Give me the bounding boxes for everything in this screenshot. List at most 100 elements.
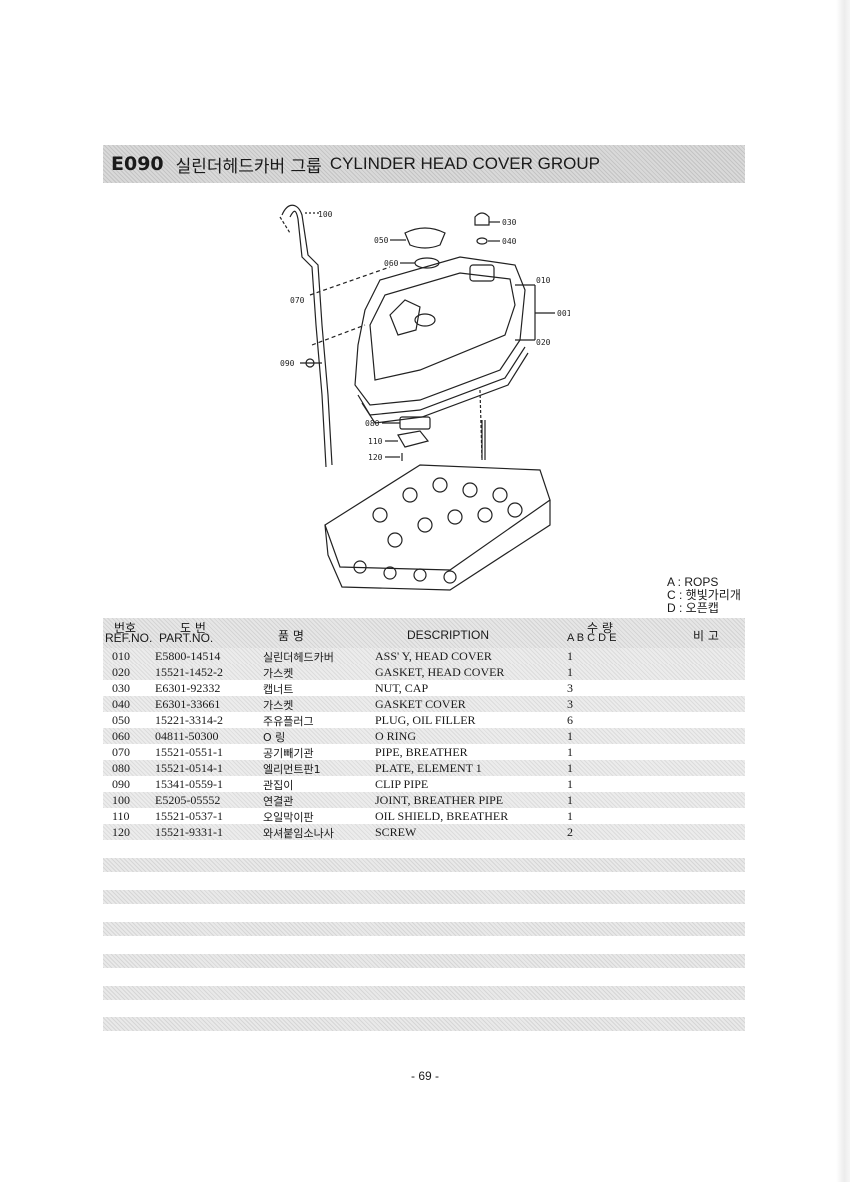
table-row: 100 E5205-05552 연결관 JOINT, BREATHER PIPE… (103, 792, 745, 808)
part-quantity: 1 (567, 793, 573, 807)
table-row: 010 E5800-14514 실린더헤드카버 ASS' Y, HEAD COV… (103, 648, 745, 664)
part-number: 15341-0559-1 (155, 777, 223, 791)
table-row: 050 15221-3314-2 주유플러그 PLUG, OIL FILLER … (103, 712, 745, 728)
part-number: E5205-05552 (155, 793, 221, 807)
part-name-korean: O 링 (263, 731, 286, 744)
label-060: 060 (384, 259, 399, 268)
table-row: 030 E6301-92332 캡너트 NUT, CAP 3 (103, 680, 745, 696)
table-row: 080 15521-0514-1 엘리먼트판1 PLATE, ELEMENT 1… (103, 760, 745, 776)
label-100: 100 (318, 210, 333, 219)
header-part-korean: 도 번 (180, 621, 206, 635)
part-quantity: 2 (567, 825, 573, 839)
part-quantity: 1 (567, 777, 573, 791)
ref-number: 060 (112, 729, 130, 743)
table-row: 110 15521-0537-1 오일막이판 OIL SHIELD, BREAT… (103, 808, 745, 824)
header-remarks-korean: 비 고 (693, 629, 719, 643)
label-010: 010 (536, 276, 551, 285)
part-name-korean: 엘리먼트판1 (263, 763, 321, 776)
part-quantity: 1 (567, 729, 573, 743)
table-row: 070 15521-0551-1 공기빼기관 PIPE, BREATHER 1 (103, 744, 745, 760)
ref-number: 030 (112, 681, 130, 695)
part-name-korean: 가스켓 (263, 699, 294, 712)
part-name-korean: 연결관 (263, 795, 294, 808)
exploded-parts-diagram: 100 030 040 050 060 010 001 020 070 090 … (279, 204, 570, 591)
part-description: NUT, CAP (375, 681, 429, 695)
part-description: ASS' Y, HEAD COVER (375, 649, 492, 663)
empty-row-band (103, 858, 745, 872)
part-number: E6301-92332 (155, 681, 221, 695)
header-ref-korean: 번호 (114, 621, 137, 635)
part-name-korean: 가스켓 (263, 667, 294, 680)
part-description: GASKET COVER (375, 697, 466, 711)
part-quantity: 1 (567, 649, 573, 663)
part-number: 15221-3314-2 (155, 713, 223, 727)
part-number: 15521-0514-1 (155, 761, 223, 775)
empty-row-band (103, 986, 745, 1000)
part-number: E5800-14514 (155, 649, 221, 663)
part-name-korean: 주유플러그 (263, 715, 314, 728)
header-part-english: PART.NO. (159, 631, 214, 645)
header-ref-english: REF.NO. (105, 631, 153, 645)
label-020: 020 (536, 338, 551, 347)
ref-number: 070 (112, 745, 130, 759)
ref-number: 090 (112, 777, 130, 791)
table-header: 번호 REF.NO. 도 번 PART.NO. 품 명 DESCRIPTION … (103, 618, 745, 648)
legend-d: D : 오픈캡 (667, 601, 719, 615)
header-qty-columns: A B C D E (567, 632, 617, 644)
part-description: JOINT, BREATHER PIPE (375, 793, 504, 807)
part-number: E6301-33661 (155, 697, 221, 711)
ref-number: 050 (112, 713, 130, 727)
table-row: 090 15341-0559-1 관집이 CLIP PIPE 1 (103, 776, 745, 792)
header-name-korean: 품 명 (278, 629, 304, 643)
table-row: 120 15521-9331-1 와셔붙임소나사 SCREW 2 (103, 824, 745, 840)
label-040: 040 (502, 237, 517, 246)
part-name-korean: 캡너트 (263, 683, 294, 696)
part-number: 04811-50300 (155, 729, 219, 743)
part-name-korean: 관집이 (263, 779, 294, 792)
part-quantity: 3 (567, 681, 573, 695)
label-120: 120 (368, 453, 383, 462)
table-row: 040 E6301-33661 가스켓 GASKET COVER 3 (103, 696, 745, 712)
page-number: - 69 - (410, 1069, 439, 1083)
group-code: E090 (111, 153, 164, 175)
part-description: CLIP PIPE (375, 777, 429, 791)
part-description: PLATE, ELEMENT 1 (375, 761, 482, 775)
part-name-korean: 오일막이판 (263, 811, 314, 824)
empty-row-band (103, 922, 745, 936)
part-description: PIPE, BREATHER (375, 745, 468, 759)
empty-row-band (103, 954, 745, 968)
model-legend: A : ROPS C : 햇빛가리개 D : 오픈캡 (667, 576, 741, 615)
ref-number: 110 (112, 809, 130, 823)
label-090: 090 (280, 359, 295, 368)
ref-number: 100 (112, 793, 130, 807)
part-description: GASKET, HEAD COVER (375, 665, 505, 679)
part-description: OIL SHIELD, BREATHER (375, 809, 509, 823)
ref-number: 080 (112, 761, 130, 775)
ref-number: 010 (112, 649, 130, 663)
legend-c: C : 햇빛가리개 (667, 588, 741, 602)
header-qty-korean: 수 량 (587, 621, 613, 635)
title-bar: E090 실린더헤드카버 그룹 CYLINDER HEAD COVER GROU… (103, 145, 745, 183)
part-quantity: 1 (567, 745, 573, 759)
part-name-korean: 와셔붙임소나사 (263, 827, 334, 840)
empty-row-band (103, 890, 745, 904)
part-quantity: 1 (567, 665, 573, 679)
legend-a: A : ROPS (667, 575, 719, 589)
parts-table: 010 E5800-14514 실린더헤드카버 ASS' Y, HEAD COV… (103, 648, 745, 840)
group-title-korean: 실린더헤드카버 그룹 (175, 156, 322, 177)
table-row: 060 04811-50300 O 링 O RING 1 (103, 728, 745, 744)
ref-number: 020 (112, 665, 130, 679)
ref-number: 120 (112, 825, 130, 839)
part-name-korean: 실린더헤드카버 (263, 651, 334, 664)
part-number: 15521-9331-1 (155, 825, 223, 839)
part-quantity: 1 (567, 809, 573, 823)
label-080: 080 (365, 419, 380, 428)
part-number: 15521-0551-1 (155, 745, 223, 759)
label-001: 001 (557, 309, 570, 318)
empty-row-band (103, 1017, 745, 1031)
part-quantity: 1 (567, 761, 573, 775)
ref-number: 040 (112, 697, 130, 711)
part-quantity: 3 (567, 697, 573, 711)
part-description: SCREW (375, 825, 417, 839)
